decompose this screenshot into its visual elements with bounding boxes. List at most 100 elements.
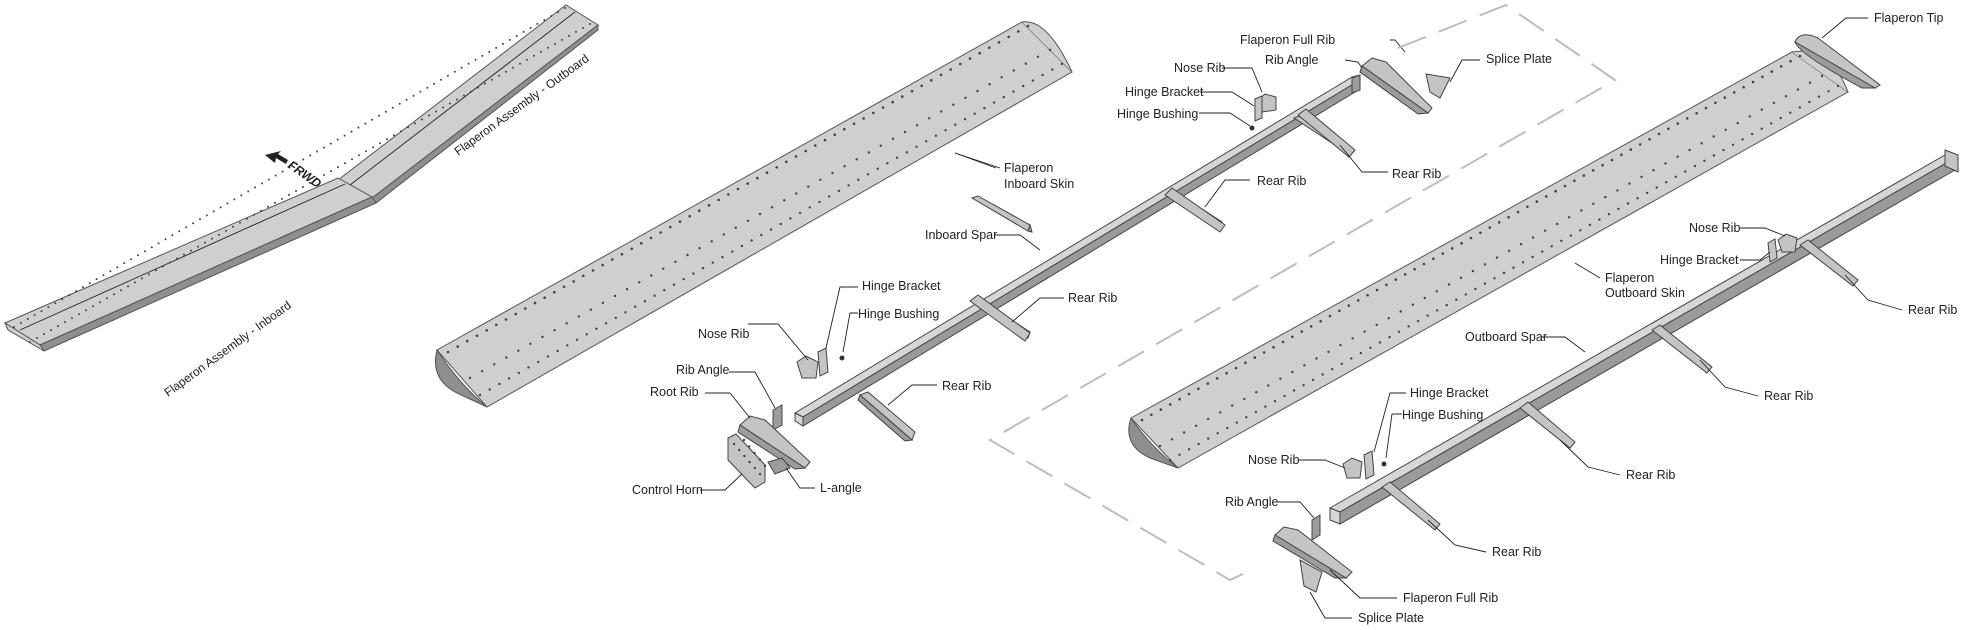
rivet	[1206, 417, 1210, 421]
rear-rib-label-in-4: Rear Rib	[942, 379, 991, 393]
rivet	[446, 74, 449, 77]
rivet	[595, 327, 598, 330]
rivet	[1187, 448, 1191, 451]
rivet	[508, 38, 511, 41]
rivet	[886, 162, 889, 165]
rivet	[481, 54, 484, 57]
rivet	[1450, 247, 1454, 250]
rivet	[1563, 184, 1567, 188]
rivet	[517, 349, 520, 352]
rivet	[515, 34, 518, 37]
rivet	[807, 185, 810, 188]
rivet	[758, 472, 762, 476]
rivet	[1626, 202, 1630, 205]
rivet	[288, 193, 290, 196]
rivet	[843, 127, 846, 131]
rivet	[698, 209, 701, 212]
rivet	[1789, 59, 1792, 63]
rivet	[127, 285, 129, 288]
rivet	[211, 237, 213, 240]
rivet	[302, 158, 305, 161]
rivet	[1331, 368, 1334, 371]
rivet	[225, 229, 227, 232]
rivet	[488, 388, 491, 391]
rivet	[514, 312, 517, 316]
rivet	[1731, 143, 1735, 146]
rivet	[855, 158, 858, 161]
rivet	[1273, 400, 1277, 403]
rivet	[1579, 229, 1582, 232]
rivet	[178, 230, 181, 233]
rivet	[1385, 283, 1388, 287]
rivet	[474, 58, 477, 61]
hinge-bracket-label-upper-out: Hinge Bracket	[1660, 253, 1739, 267]
rivet	[973, 112, 976, 115]
rivet	[504, 318, 508, 321]
rivet	[1432, 257, 1435, 261]
splice-plate-lower	[1299, 559, 1323, 593]
rivet	[254, 186, 257, 189]
rivet	[561, 38, 563, 41]
rivet	[226, 202, 229, 205]
rivet	[1319, 319, 1322, 323]
flaperon-full-rib-label-lower: Flaperon Full Rib	[1403, 591, 1498, 605]
rivet	[1150, 413, 1153, 417]
rivet	[1617, 207, 1620, 211]
rivet	[219, 206, 222, 209]
rivet	[1378, 341, 1382, 344]
rivet	[1688, 148, 1691, 152]
rivet	[1582, 174, 1586, 177]
rivet	[185, 226, 188, 229]
rivet	[1723, 96, 1727, 99]
rivet	[162, 265, 164, 268]
rivet	[1770, 122, 1773, 125]
rivet	[81, 286, 84, 289]
rivet	[944, 129, 947, 132]
rivet	[1182, 431, 1186, 434]
rivet	[1012, 69, 1015, 72]
rivet	[1714, 101, 1717, 105]
rivet	[930, 79, 933, 82]
rivet	[68, 294, 71, 297]
rivet	[1262, 351, 1266, 354]
rivet	[329, 142, 332, 145]
rivet	[533, 301, 537, 305]
rivet	[721, 255, 724, 259]
rivet	[1441, 252, 1445, 255]
rivet	[1827, 90, 1830, 93]
rivet	[50, 329, 52, 332]
rivet	[218, 233, 220, 236]
rivet	[1479, 231, 1482, 235]
inboard-skin-rivets	[446, 24, 1064, 397]
loose-rear-rib	[859, 391, 916, 441]
rivet	[1703, 159, 1706, 162]
outboard-tip-parts	[1767, 233, 1798, 263]
rivet	[1036, 55, 1040, 58]
rivet	[748, 445, 751, 448]
rivet	[872, 111, 875, 115]
rivet	[480, 370, 484, 373]
frwd-arrow-icon	[265, 151, 288, 164]
rivet	[1760, 127, 1763, 130]
rivet	[47, 306, 50, 309]
rivet	[857, 178, 860, 181]
rivet	[484, 82, 486, 85]
rivet	[758, 458, 761, 461]
rivet	[1704, 106, 1708, 110]
rivet	[582, 27, 584, 29]
rivet	[412, 94, 415, 97]
rivet	[99, 301, 101, 304]
rivet	[674, 260, 677, 263]
rivet	[640, 242, 643, 245]
root-rib-label: Root Rib	[650, 385, 699, 399]
rivet	[372, 146, 374, 149]
forward-arrow: FRWD	[265, 151, 324, 191]
rivet	[295, 162, 298, 165]
rib-angle-upper	[1351, 74, 1361, 94]
rivet	[239, 221, 241, 224]
rivet	[707, 204, 711, 207]
rib-angle-lower-out	[1311, 514, 1321, 541]
rivet	[36, 337, 38, 339]
rivet	[1255, 391, 1258, 394]
rivet	[343, 134, 346, 137]
